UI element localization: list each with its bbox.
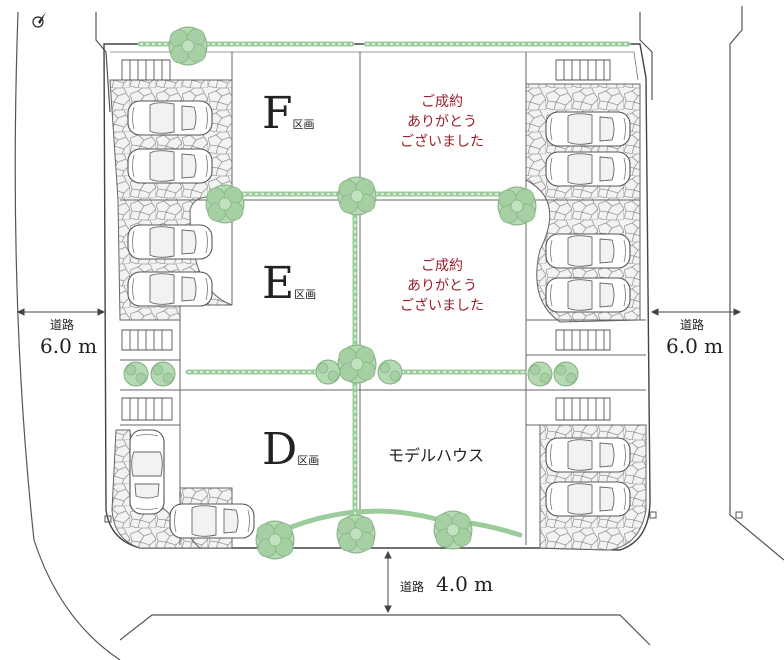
road-bottom-width: 4.0 m xyxy=(436,572,494,596)
tree-icon xyxy=(433,510,473,550)
site-boundary xyxy=(103,43,651,551)
sold-line: ありがとう xyxy=(407,278,477,294)
tree-icon xyxy=(168,26,208,66)
car xyxy=(545,437,631,473)
car xyxy=(545,151,631,187)
sold-line: ありがとう xyxy=(407,114,477,130)
lot-lines xyxy=(120,52,646,545)
car xyxy=(127,148,213,184)
road-bottom-name: 道路 xyxy=(400,580,425,594)
bush-icon xyxy=(315,359,341,385)
car xyxy=(127,271,213,307)
tree-icon xyxy=(205,184,245,224)
car xyxy=(545,111,631,147)
road-right-name: 道路 xyxy=(680,318,705,332)
road-left-width: 6.0 m xyxy=(40,334,98,358)
model-house-label: モデルハウス xyxy=(388,446,485,465)
road-right-width: 6.0 m xyxy=(666,334,724,358)
dimension-lines xyxy=(16,308,742,614)
car xyxy=(127,224,213,260)
stairs xyxy=(121,59,611,421)
right-road-edge xyxy=(729,6,784,561)
car xyxy=(169,503,255,539)
tree-icon xyxy=(255,520,295,560)
sold-line: ございました xyxy=(400,298,484,314)
plot-label-f: F区画 xyxy=(262,88,315,139)
sold-notice-lower: ご成約 ありがとう ございました xyxy=(372,256,512,316)
sold-notice-upper: ご成約 ありがとう ございました xyxy=(372,92,512,152)
bottom-road-edge xyxy=(119,614,651,646)
sold-line: ご成約 xyxy=(421,94,463,110)
plot-label-e: E区画 xyxy=(262,258,317,309)
bush-icon xyxy=(377,359,403,385)
left-road-edge xyxy=(14,11,121,660)
tree-icon xyxy=(337,176,377,216)
bush-icon xyxy=(150,361,176,387)
bush-icon xyxy=(553,361,579,387)
north-compass-icon xyxy=(32,12,46,28)
plot-label-d: D区画 xyxy=(262,424,320,475)
tree-icon xyxy=(337,344,377,384)
bush-icon xyxy=(123,361,149,387)
sold-line: ご成約 xyxy=(421,258,463,274)
car xyxy=(127,100,213,136)
car xyxy=(545,233,631,269)
car xyxy=(545,277,631,313)
car xyxy=(545,481,631,517)
tree-icon xyxy=(497,186,537,226)
sold-line: ございました xyxy=(400,134,484,150)
road-left-name: 道路 xyxy=(50,318,75,332)
bush-icon xyxy=(527,361,553,387)
tree-icon xyxy=(336,514,376,554)
car xyxy=(129,429,165,515)
